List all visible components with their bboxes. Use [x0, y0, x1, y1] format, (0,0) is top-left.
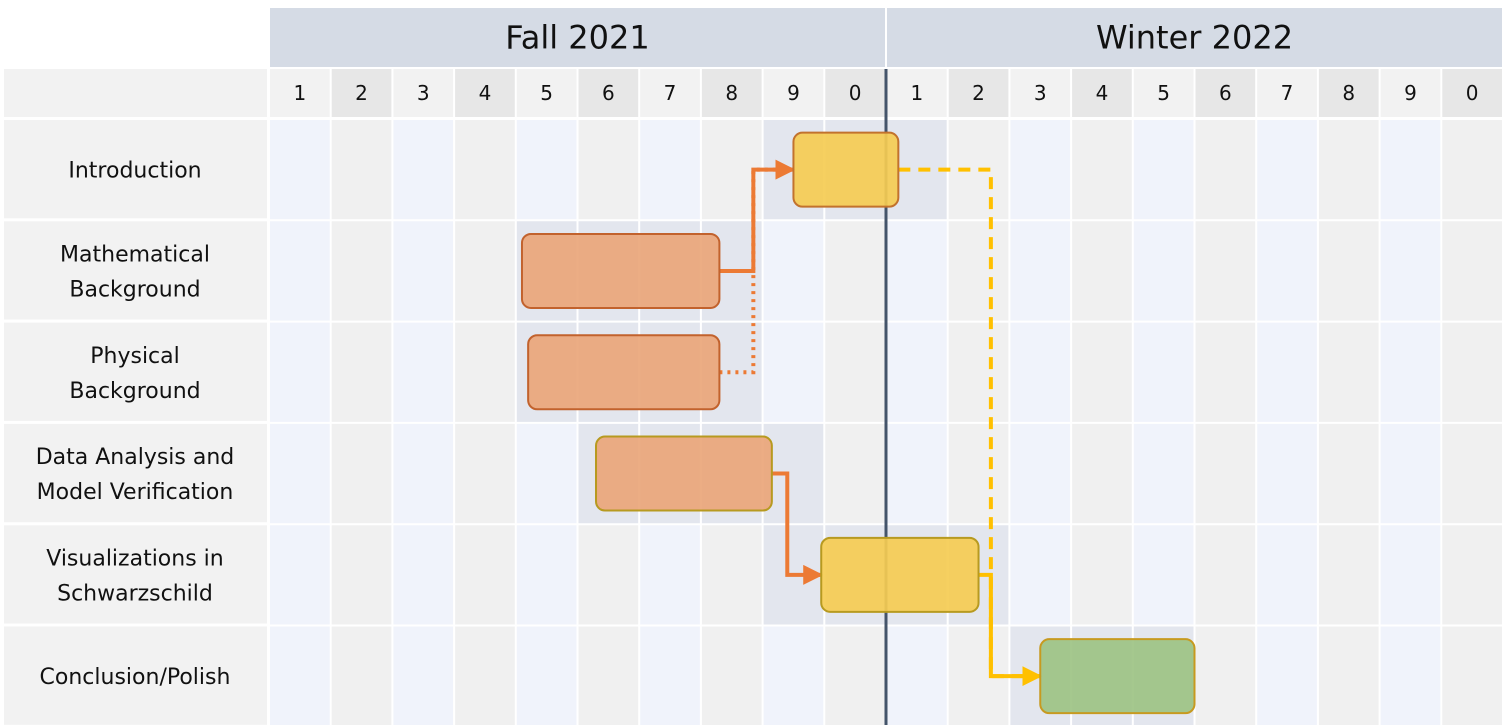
week-header-cell [640, 69, 700, 117]
week-label: 1 [293, 81, 306, 105]
task-label: Background [69, 277, 200, 302]
week-label: 6 [602, 81, 615, 105]
week-header-cell [948, 69, 1009, 117]
task-label-cell [4, 422, 267, 523]
week-label: 3 [1034, 81, 1047, 105]
timeline-header: Fall 2021 Winter 2022 1 2 3 4 5 6 7 8 9 0 1 2 3 4 5 6 7 8 9 0 [270, 8, 1502, 117]
week-label: 5 [540, 81, 553, 105]
week-header-cell [516, 69, 577, 117]
dependency-connectors [719, 159, 1043, 687]
week-header-cell [1072, 69, 1132, 117]
week-label: 2 [972, 81, 985, 105]
week-label: 8 [725, 81, 738, 105]
task-label: Schwarzschild [57, 581, 213, 606]
task-labels: IntroductionMathematicalBackgroundPhysic… [36, 159, 235, 691]
week-header-cell [1257, 69, 1317, 117]
week-header-cell [393, 69, 454, 117]
task-label-cell [4, 321, 267, 421]
week-header-cell [270, 69, 330, 117]
task-label: Visualizations in [46, 546, 223, 571]
season-header-cell [887, 8, 1502, 67]
week-label: 4 [1096, 81, 1109, 105]
week-header-cell [887, 69, 947, 117]
task-label: Data Analysis and [36, 445, 235, 470]
task-bar [1039, 638, 1196, 715]
task-label-cell [4, 625, 267, 725]
task-bar [520, 232, 721, 309]
week-header-cell [1442, 69, 1502, 117]
week-label: 6 [1219, 81, 1232, 105]
week-label: 7 [1281, 81, 1294, 105]
week-label: 2 [355, 81, 368, 105]
task-label: Introduction [68, 159, 201, 184]
task-label-cell [4, 220, 267, 320]
week-label: 3 [417, 81, 430, 105]
week-header-cell [331, 69, 392, 117]
task-label-cell [4, 524, 267, 624]
task-bar [820, 536, 980, 613]
task-bar [595, 435, 773, 512]
task-label-cell [4, 119, 267, 219]
week-header-cell [701, 69, 762, 117]
task-label: Background [69, 379, 200, 404]
week-label: 9 [787, 81, 800, 105]
dependency-connector [719, 167, 794, 375]
week-header-cell [1195, 69, 1256, 117]
week-header-cell [1010, 69, 1071, 117]
week-label: 4 [479, 81, 492, 105]
task-bar [527, 334, 721, 411]
season-label: Fall 2021 [505, 19, 649, 57]
task-bars [520, 131, 1196, 715]
season-label: Winter 2022 [1096, 19, 1293, 57]
task-label: Model Verification [37, 480, 234, 505]
task-label: Mathematical [60, 242, 210, 267]
week-label: 7 [664, 81, 677, 105]
week-label: 0 [1466, 81, 1479, 105]
task-label: Physical [90, 344, 180, 369]
week-label: 8 [1342, 81, 1355, 105]
week-header-cell [763, 69, 824, 117]
dependency-connector [978, 572, 1043, 687]
task-bar [792, 131, 900, 208]
week-header-cell [1380, 69, 1441, 117]
week-label: 0 [849, 81, 862, 105]
week-header-cell [455, 69, 515, 117]
dependency-connector [771, 471, 824, 585]
week-header-spacer [4, 69, 267, 117]
week-header-cell [578, 69, 639, 117]
week-label: 9 [1404, 81, 1417, 105]
week-header-cell [1318, 69, 1379, 117]
week-header-cell [1133, 69, 1194, 117]
week-label: 1 [910, 81, 923, 105]
season-header-cell [270, 8, 885, 67]
week-label: 5 [1157, 81, 1170, 105]
task-label: Conclusion/Polish [40, 665, 231, 690]
week-header-cell [825, 69, 885, 117]
